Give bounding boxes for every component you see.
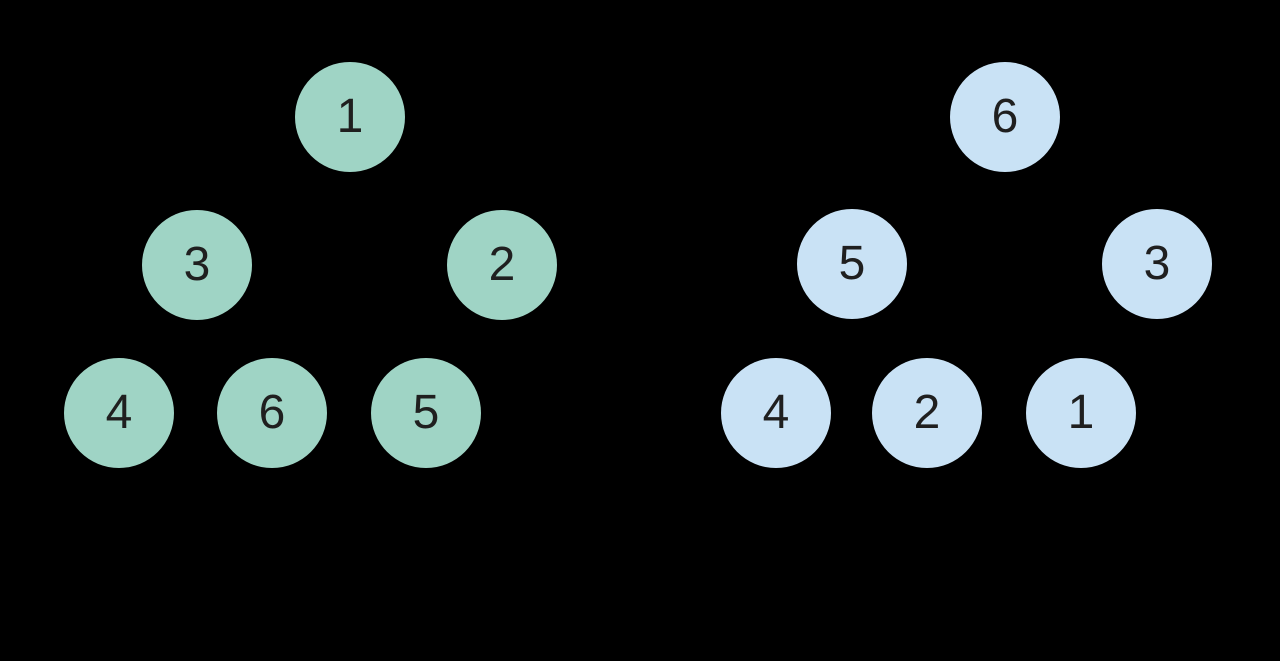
right-tree-leaf-node: 1 — [1026, 358, 1136, 468]
left-tree-level2-node: 3 — [142, 210, 252, 320]
right-tree-leaf-node: 2 — [872, 358, 982, 468]
left-tree-leaf-node: 5 — [371, 358, 481, 468]
node-label: 2 — [913, 386, 941, 439]
node-label: 4 — [762, 386, 790, 439]
left-tree-leaf-node: 4 — [64, 358, 174, 468]
node-label: 2 — [488, 238, 516, 291]
node-label: 1 — [336, 90, 364, 143]
right-tree-level2-node: 3 — [1102, 209, 1212, 319]
left-tree-root-node: 1 — [295, 62, 405, 172]
left-tree-level2-node: 2 — [447, 210, 557, 320]
node-label: 3 — [183, 238, 211, 291]
node-label: 5 — [412, 386, 440, 439]
node-label: 1 — [1067, 386, 1095, 439]
right-tree-leaf-node: 4 — [721, 358, 831, 468]
right-tree-level2-node: 5 — [797, 209, 907, 319]
node-label: 4 — [105, 386, 133, 439]
node-label: 6 — [991, 90, 1019, 143]
node-label: 5 — [838, 237, 866, 290]
node-label: 3 — [1143, 237, 1171, 290]
node-label: 6 — [258, 386, 286, 439]
left-tree-leaf-node: 6 — [217, 358, 327, 468]
right-tree-root-node: 6 — [950, 62, 1060, 172]
